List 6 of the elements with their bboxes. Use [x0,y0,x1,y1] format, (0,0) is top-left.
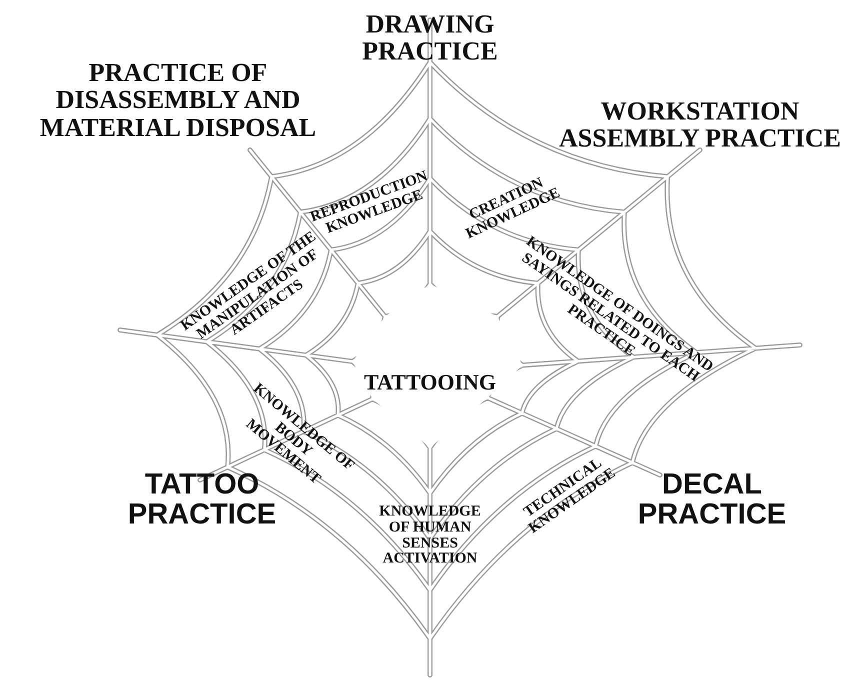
practice-label: PRACTICE OF DISASSEMBLY AND MATERIAL DISPOSAL [38,59,318,141]
knowledge-label: KNOWLEDGE OF HUMAN SENSES ACTIVATION [378,504,482,568]
practice-label: DECAL PRACTICE [636,470,788,530]
center-label: TATTOOING [362,370,498,394]
practice-label: WORKSTATION ASSEMBLY PRACTICE [558,98,842,152]
practice-label: DRAWING PRACTICE [361,10,499,66]
